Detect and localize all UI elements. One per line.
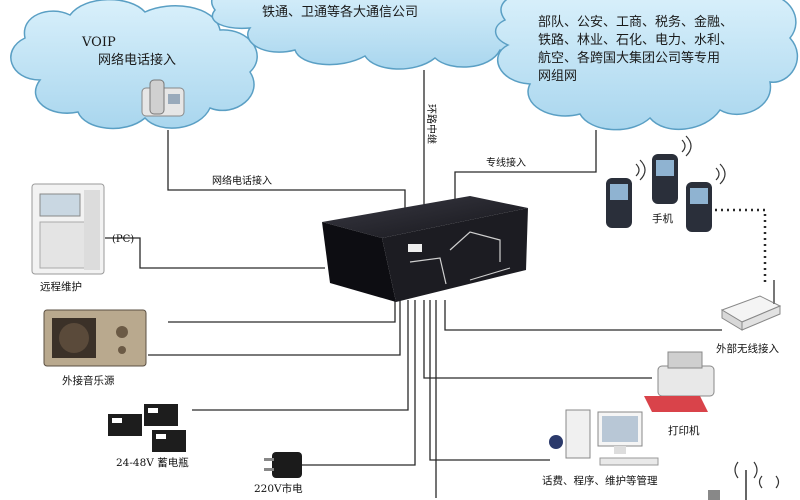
link-pc-label: (PC) <box>112 234 134 245</box>
remote-label: 远程维护 <box>40 280 82 293</box>
signal-tower-icon <box>708 461 780 500</box>
enterprise-line-1: 部队、公安、工商、税务、金融、 <box>538 14 733 30</box>
voip-title: VOIP <box>81 35 116 50</box>
line-music <box>148 300 401 356</box>
wireless-label: 外部无线接入 <box>716 342 779 355</box>
link-network-phone-label: 网络电话接入 <box>212 174 272 187</box>
voip-subtitle: 网络电话接入 <box>98 52 176 68</box>
enterprise-line-2: 铁路、林业、石化、电力、水利、 <box>538 32 733 48</box>
line-dedicated <box>454 130 597 206</box>
link-dedicated-label: 专线接入 <box>486 156 526 169</box>
printer-label: 打印机 <box>668 424 700 437</box>
line-battery <box>192 300 409 411</box>
computer-icon <box>549 409 659 466</box>
line-dotted-wireless <box>715 208 767 285</box>
link-relay-label: 环路中继 <box>425 104 438 144</box>
remote-maintenance-icon <box>31 183 105 275</box>
mobile-label: 手机 <box>652 212 673 225</box>
computer-label: 话费、程序、维护等管理 <box>542 474 658 487</box>
carrier-text: 铁通、卫通等各大通信公司 <box>262 4 418 20</box>
music-label: 外接音乐源 <box>62 374 115 387</box>
power-label: 220V市电 <box>254 482 303 495</box>
wireless-router-icon <box>720 280 782 331</box>
enterprise-line-4: 网组网 <box>538 69 577 84</box>
line-network-phone <box>167 130 406 210</box>
connection-lines <box>105 70 767 498</box>
line-printer <box>423 300 652 379</box>
central-switch <box>322 196 528 302</box>
line-wireless <box>444 300 722 331</box>
cloud-carrier: 铁通、卫通等各大通信公司 <box>211 0 538 70</box>
mobile-phones-icon <box>606 135 726 232</box>
power-plug-icon <box>264 452 302 478</box>
line-power <box>300 300 416 466</box>
line-pc <box>105 237 325 269</box>
enterprise-line-3: 航空、各跨国大集团公司等专用 <box>538 50 720 66</box>
cloud-enterprise: 部队、公安、工商、税务、金融、 铁路、林业、石化、电力、水利、 航空、各跨国大集… <box>494 0 799 131</box>
voip-phone-icon <box>141 79 185 117</box>
battery-label: 24-48V 蓄电瓶 <box>116 456 189 469</box>
battery-icon <box>108 404 186 452</box>
line-computer <box>429 300 550 461</box>
printer-icon <box>644 351 715 412</box>
line-remote-maint <box>168 300 396 323</box>
cloud-voip: VOIP 网络电话接入 <box>10 0 258 130</box>
music-source-icon <box>43 309 147 367</box>
